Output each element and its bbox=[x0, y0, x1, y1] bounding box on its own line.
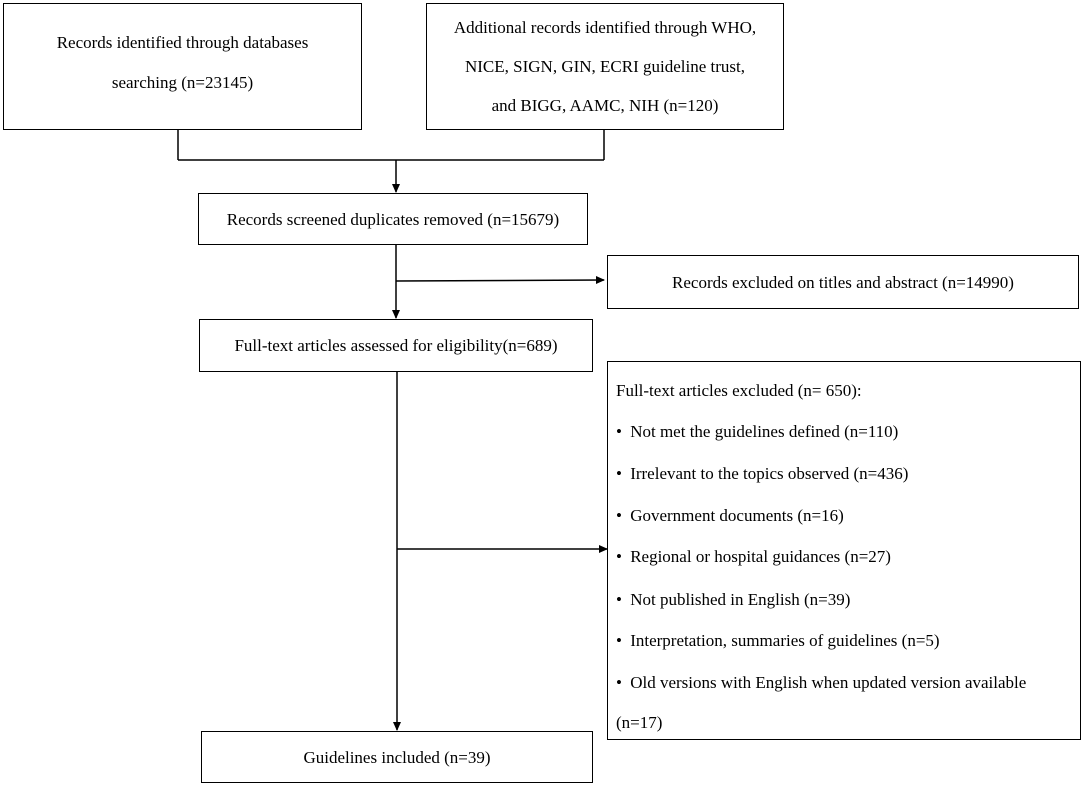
database-search-line2: searching (n=23145) bbox=[111, 73, 254, 92]
bullet-icon: • bbox=[616, 464, 622, 483]
exclusion-item-label: Interpretation, summaries of guidelines … bbox=[630, 631, 940, 650]
exclusion-item: • Not published in English (n=39) bbox=[616, 591, 850, 608]
additional-records-line2: NICE, SIGN, GIN, ECRI guideline trust, bbox=[464, 57, 745, 76]
fulltext-assessed-label: Full-text articles assessed for eligibil… bbox=[234, 336, 558, 355]
fulltext-assessed-box: Full-text articles assessed for eligibil… bbox=[199, 319, 593, 372]
exclusion-item: • Government documents (n=16) bbox=[616, 507, 844, 524]
additional-records-box: Additional records identified through WH… bbox=[426, 3, 784, 130]
bullet-icon: • bbox=[616, 506, 622, 525]
exclusion-item-label: Not met the guidelines defined (n=110) bbox=[630, 422, 899, 441]
screened-box: Records screened duplicates removed (n=1… bbox=[198, 193, 588, 245]
database-search-box: Records identified through databases sea… bbox=[3, 3, 362, 130]
exclusion-item: • Irrelevant to the topics observed (n=4… bbox=[616, 465, 908, 482]
exclusion-item: • Interpretation, summaries of guideline… bbox=[616, 632, 940, 649]
screened-label: Records screened duplicates removed (n=1… bbox=[226, 209, 560, 229]
bullet-icon: • bbox=[616, 673, 622, 692]
additional-records-line1: Additional records identified through WH… bbox=[453, 18, 757, 37]
bullet-icon: • bbox=[616, 590, 622, 609]
exclusion-item-continuation: (n=17) bbox=[616, 713, 663, 732]
fulltext-excluded-box: Full-text articles excluded (n= 650): • … bbox=[607, 361, 1081, 740]
additional-records-line3: and BIGG, AAMC, NIH (n=120) bbox=[491, 96, 719, 115]
exclusion-item: • Not met the guidelines defined (n=110) bbox=[616, 423, 898, 440]
exclusion-item-label: Not published in English (n=39) bbox=[630, 590, 851, 609]
exclusion-item: • Old versions with English when updated… bbox=[616, 674, 1026, 691]
exclusion-item: • Regional or hospital guidances (n=27) bbox=[616, 548, 891, 565]
excluded-titles-label: Records excluded on titles and abstract … bbox=[672, 272, 1014, 292]
included-box: Guidelines included (n=39) bbox=[201, 731, 593, 783]
bullet-icon: • bbox=[616, 547, 622, 566]
bullet-icon: • bbox=[616, 631, 622, 650]
database-search-line1: Records identified through databases bbox=[56, 33, 309, 52]
bullet-icon: • bbox=[616, 422, 622, 441]
included-label: Guidelines included (n=39) bbox=[303, 747, 491, 767]
exclusion-item-label: Irrelevant to the topics observed (n=436… bbox=[630, 464, 909, 483]
exclusion-item-label: Old versions with English when updated v… bbox=[630, 673, 1027, 692]
arrow-to-excluded-titles bbox=[395, 276, 605, 285]
fulltext-excluded-heading: Full-text articles excluded (n= 650): bbox=[616, 381, 862, 400]
excluded-titles-box: Records excluded on titles and abstract … bbox=[607, 255, 1079, 309]
exclusion-item-label: Government documents (n=16) bbox=[630, 506, 844, 525]
exclusion-item-label: Regional or hospital guidances (n=27) bbox=[630, 547, 891, 566]
